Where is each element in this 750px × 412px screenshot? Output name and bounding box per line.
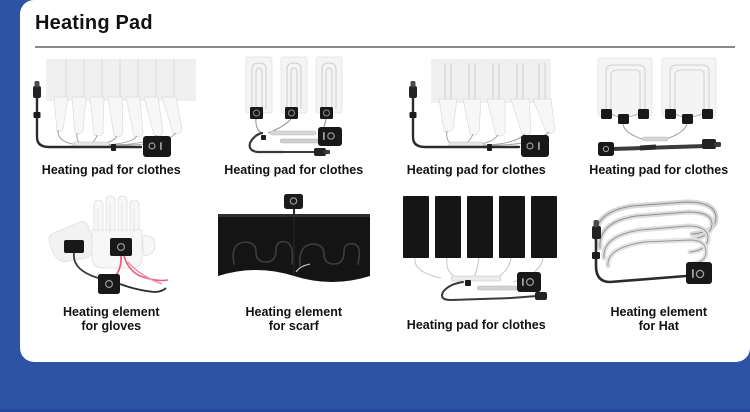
product-card-clothes-fan-7[interactable]: Heating pad for clothes (20, 52, 203, 192)
product-caption: Heating element for Hat (610, 305, 708, 334)
product-image-black-scarf-panel (203, 192, 386, 304)
product-caption: Heating element for gloves (62, 305, 160, 334)
product-image-fan-pads-white-5 (385, 52, 568, 162)
product-card-clothes-wide-2[interactable]: Heating pad for clothes (568, 52, 750, 192)
product-card-hat[interactable]: Heating element for Hat (568, 192, 750, 347)
product-caption: Heating pad for clothes (41, 163, 181, 177)
product-card-clothes-fan-5[interactable]: Heating pad for clothes (385, 52, 568, 192)
frame-bottom-accent (0, 409, 750, 412)
product-card-clothes-black-strips-5[interactable]: Heating pad for clothes (385, 192, 568, 347)
product-image-hat-ribbon-coil (568, 192, 750, 304)
title-divider (35, 46, 735, 48)
product-caption: Heating element for scarf (245, 305, 343, 334)
product-card-clothes-strips-3[interactable]: Heating pad for clothes (203, 52, 386, 192)
content-card: Heating Pad (20, 0, 750, 362)
product-row-1: Heating pad for clothes (20, 52, 750, 192)
product-image-three-vertical-white-pads (203, 52, 386, 162)
product-card-scarf[interactable]: Heating element for scarf (203, 192, 386, 347)
product-image-five-black-strips (385, 192, 568, 304)
product-image-two-wide-white-pads (568, 52, 750, 162)
product-grid: Heating pad for clothes (20, 52, 750, 347)
product-card-gloves[interactable]: Heating element for gloves (20, 192, 203, 347)
page-title: Heating Pad (35, 12, 153, 34)
product-caption: Heating pad for clothes (406, 163, 546, 177)
product-image-glove-pair (20, 192, 203, 304)
product-caption: Heating pad for clothes (406, 318, 546, 332)
product-image-fan-pads-white-7 (20, 52, 203, 162)
product-caption: Heating pad for clothes (224, 163, 364, 177)
product-row-2: Heating element for gloves (20, 192, 750, 347)
product-caption: Heating pad for clothes (589, 163, 729, 177)
